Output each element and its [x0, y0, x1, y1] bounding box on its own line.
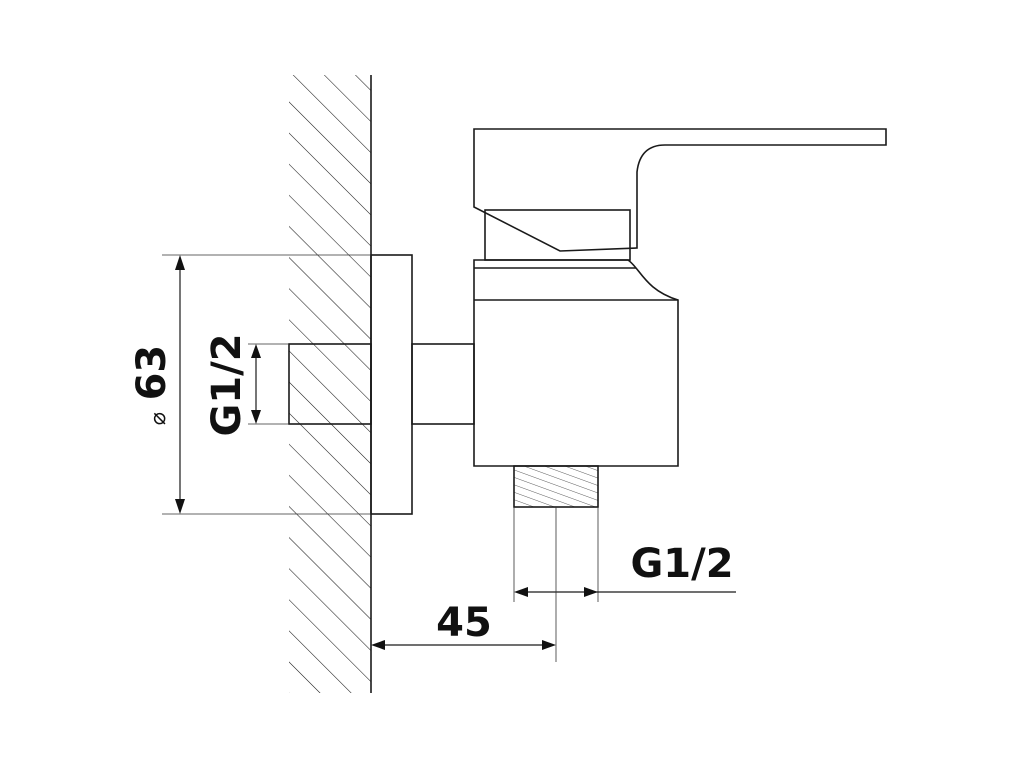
projection-arrow-left: [371, 640, 385, 650]
projection-dimension: 45: [371, 507, 557, 662]
diameter-value: 63: [129, 345, 175, 401]
diameter-symbol: ⌀: [146, 412, 171, 425]
lever-handle: [473, 128, 887, 252]
outlet-thread-hatch: [514, 466, 598, 507]
body-outline: [473, 259, 679, 467]
cover-plate: [370, 254, 413, 515]
outlet-thread-label: G1/2: [630, 541, 733, 587]
cartridge-column: [484, 209, 631, 261]
wall-thread-arrow-bottom: [251, 410, 261, 424]
wall-thread-dimension: G1/2: [204, 333, 289, 437]
outlet-thread-dimension: G1/2: [513, 507, 736, 602]
wall-section: [288, 75, 372, 693]
wall-thread-label: G1/2: [204, 333, 250, 436]
outlet-thread: [513, 465, 599, 508]
projection-arrow-right: [542, 640, 556, 650]
wall-hatch: [289, 75, 371, 693]
valve-body: [473, 259, 679, 467]
connecting-stem: [411, 343, 475, 425]
outlet-arrow-right: [584, 587, 598, 597]
diameter-arrow-top: [175, 255, 185, 270]
diameter-dimension: ⌀ 63: [129, 254, 371, 515]
diameter-arrow-bottom: [175, 499, 185, 514]
diameter-label: ⌀ 63: [129, 345, 175, 426]
outlet-arrow-left: [514, 587, 528, 597]
wall-thread-arrow-top: [251, 344, 261, 358]
projection-label: 45: [436, 600, 492, 646]
